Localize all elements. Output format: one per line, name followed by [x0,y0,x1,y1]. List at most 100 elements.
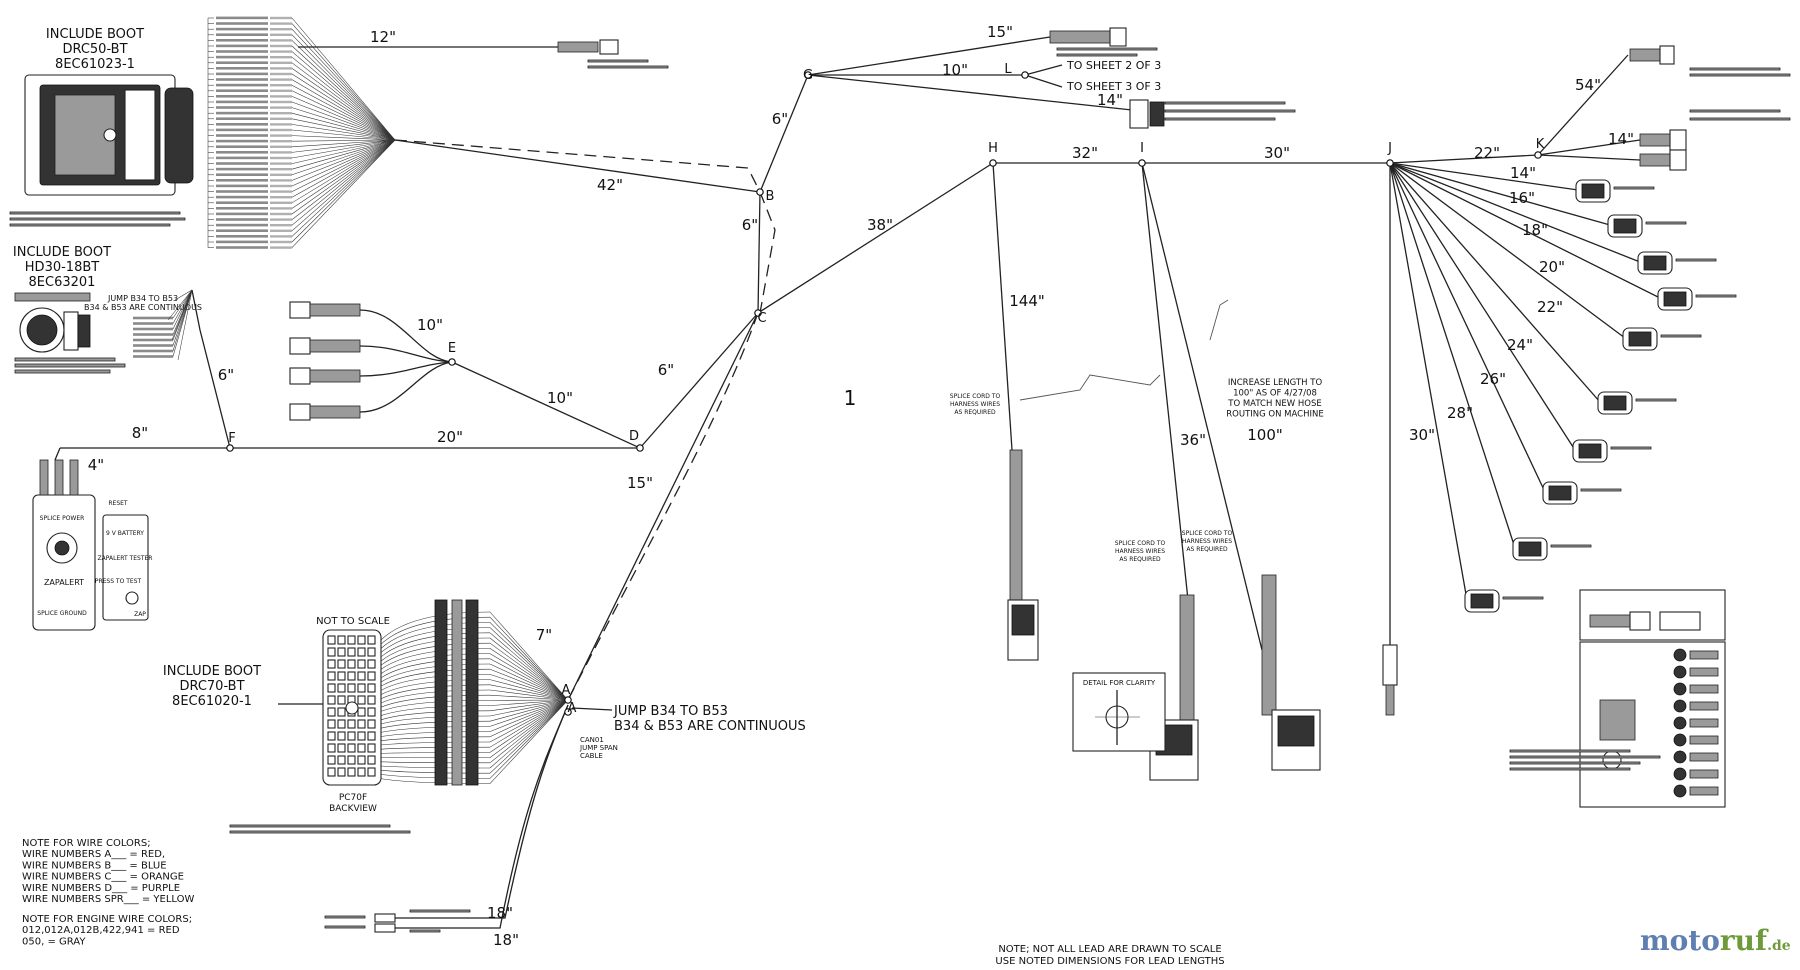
length-label: 100" [1247,426,1283,444]
zapalert-module [32,459,149,631]
length-label: 14" [1510,164,1536,182]
hd30-connector [14,292,126,374]
splice-note-h2: HARNESS WIRES [950,401,1000,408]
hose-note-line: 100" AS OF 4/27/08 [1233,389,1317,399]
length-label: 24" [1507,336,1533,354]
length-label: 12" [370,28,396,46]
length-label: 144" [1009,292,1045,310]
node-j-branches [1389,162,1737,613]
length-label: 38" [867,216,893,234]
length-label: 36" [1180,431,1206,449]
right-legend-panel-top [1579,589,1726,641]
node-g-branches [807,27,1296,129]
watermark-tld: .de [1767,938,1791,954]
wire-color-note: WIRE NUMBERS D___ = PURPLE [22,883,180,894]
drc70-boot-line2: DRC70-BT [179,679,244,694]
length-labels: 12"42"6"6"38"15"10"14"6"8"20"10"10"6"15"… [88,23,1634,949]
drc70-spec-block [229,824,411,834]
engine-color-note: 012,012A,012B,422,941 = RED [22,925,180,936]
zapalert-tester: ZAPALERT TESTER [98,555,153,562]
junction-dot [1534,151,1542,159]
watermark-prefix: moto [1640,924,1720,957]
junction-dot [1021,71,1029,79]
junction-dot [804,71,812,79]
length-label: 6" [742,216,758,234]
splice-note-h3: AS REQUIRED [954,409,996,416]
drc70-boot-line1: INCLUDE BOOT [163,664,261,679]
watermark-suffix: ruf [1720,924,1769,957]
splice-note-i2: HARNESS WIRES [1115,548,1165,555]
drc70-wire-bundle [434,599,479,786]
i-lead-cable-100 [1261,574,1321,771]
drc50-boot-line2: DRC50-BT [62,42,127,57]
length-label: 16" [1509,189,1535,207]
junction-dot [564,708,572,716]
junction-dot [754,309,762,317]
zapalert-title: ZAPALERT [44,578,84,587]
hose-note-line: ROUTING ON MACHINE [1226,410,1323,420]
node-label: I [1140,141,1144,156]
length-label: 15" [627,474,653,492]
drc50-wire-fan [291,17,396,248]
length-label: 54" [1575,76,1601,94]
length-label: 6" [218,366,234,384]
drc70-footer-line2: BACKVIEW [329,804,377,814]
splice-note-h1: SPLICE CORD TO [950,393,1001,400]
zapalert-press: PRESS TO TEST [95,578,142,585]
node-label: K [1536,137,1545,152]
wire-color-note: WIRE NUMBERS C___ = ORANGE [22,872,184,883]
hose-note-line: INCREASE LENGTH TO [1228,378,1323,388]
length-label: 22" [1537,298,1563,316]
can-line3: CABLE [580,752,603,760]
node-label: E [448,341,456,356]
h-i-drop-leads [992,162,1263,651]
sheet-ref-2: TO SHEET 2 OF 3 [1066,59,1161,72]
engine-color-notes: NOTE FOR ENGINE WIRE COLORS;012,012A,012… [22,914,192,947]
can-line1: CAN01 [580,736,604,744]
length-label: 20" [1539,258,1565,276]
scale-note-line1: NOTE; NOT ALL LEAD ARE DRAWN TO SCALE [998,944,1221,955]
splice-note-j3: AS REQUIRED [1186,546,1228,553]
zapalert-battery: 9 V BATTERY [106,530,144,537]
drc70-footer-line1: PC70F [339,793,367,803]
drc50-controller-module [24,74,194,196]
drc50-spec-block [9,211,186,227]
top-splice-connector [557,39,669,69]
junction-dot [636,444,644,452]
node-label: D [629,429,639,444]
engine-wire-leads [324,704,569,933]
length-label: 10" [942,61,968,79]
hd30-boot-line3: 8EC63201 [29,275,96,290]
jump-small-line1: JUMP B34 TO B53 [107,294,178,303]
node-label: J [1387,141,1392,156]
splice-note-j2: HARNESS WIRES [1182,538,1232,545]
drc70-boot-line3: 8EC61020-1 [172,694,252,709]
engine-color-note: NOTE FOR ENGINE WIRE COLORS; [22,914,192,925]
length-label: 28" [1447,404,1473,422]
hd30-pin-list [133,289,193,358]
right-valve-panel [1579,641,1726,808]
wire-color-note: WIRE NUMBERS A___ = RED, [22,849,165,860]
length-label: 8" [132,424,148,442]
node-label: L [1004,62,1012,77]
node-label: B [766,189,775,204]
can-line2: JUMP SPAN [579,744,618,752]
j-lead-30 [1382,163,1661,771]
zapalert-ground: SPLICE GROUND [37,610,87,617]
splice-note-i1: SPLICE CORD TO [1115,540,1166,547]
length-label: 6" [658,361,674,379]
length-label: 14" [1608,130,1634,148]
splice-note-j1: SPLICE CORD TO [1182,530,1233,537]
splice-note-i3: AS REQUIRED [1119,556,1161,563]
junction-dot [564,696,572,704]
length-label: 30" [1409,426,1435,444]
drc50-boot-line3: 8EC61023-1 [55,57,135,72]
junction-dot [1138,159,1146,167]
length-label: 15" [987,23,1013,41]
length-label: 18" [487,904,513,922]
center-trunk-wires [298,46,994,701]
